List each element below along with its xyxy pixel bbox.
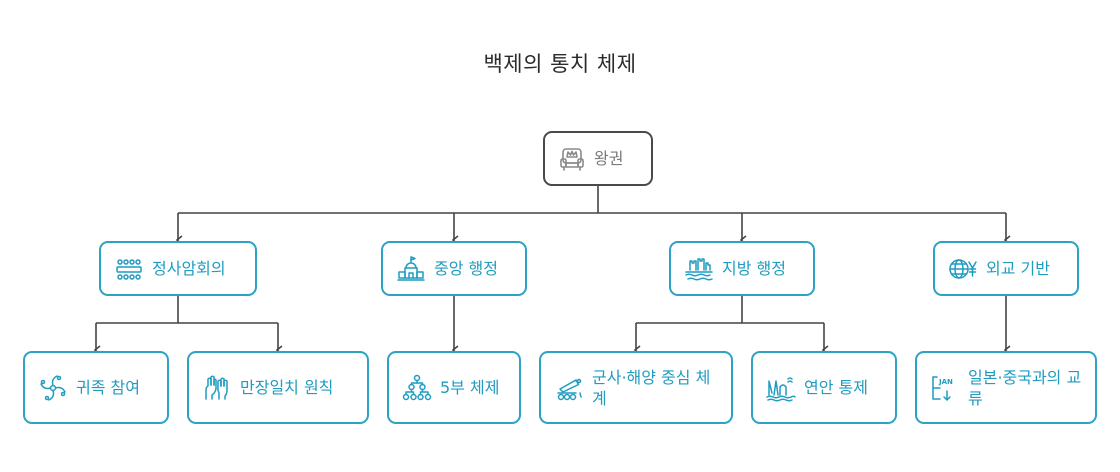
castle-landscape-icon: [684, 254, 714, 284]
swirl-people-icon: [38, 373, 68, 403]
leaf-label-japan-china-exchange: 일본·중국과의 교류: [968, 367, 1082, 408]
raised-hands-icon: [202, 373, 232, 403]
branch-label-central-admin: 중앙 행정: [434, 259, 498, 278]
calendar-arrow-icon: JAN: [930, 373, 960, 403]
branch-label-local-admin: 지방 행정: [722, 259, 786, 278]
leaf-label-unanimity: 만장일치 원칙: [240, 378, 334, 397]
leaf-node-noble-participation: 귀족 참여: [23, 351, 169, 424]
hierarchy-icon: [402, 373, 432, 403]
leaf-label-coastal-control: 연안 통제: [804, 378, 868, 397]
svg-text:JAN: JAN: [938, 378, 953, 386]
branch-node-council: 정사암회의: [99, 241, 257, 296]
globe-currency-icon: [948, 254, 978, 284]
leaf-node-coastal-control: 연안 통제: [751, 351, 897, 424]
government-building-icon: [396, 254, 426, 284]
root-label: 왕권: [594, 149, 624, 168]
leaf-label-noble-participation: 귀족 참여: [76, 378, 140, 397]
branch-node-diplomacy: 외교 기반: [933, 241, 1079, 296]
leaf-label-five-bu: 5부 체제: [440, 378, 500, 397]
leaf-label-military-maritime: 군사·해양 중심 체계: [592, 367, 711, 408]
throne-icon: [558, 145, 586, 173]
leaf-node-unanimity: 만장일치 원칙: [187, 351, 369, 424]
cannon-icon: [554, 373, 584, 403]
branch-node-central-admin: 중앙 행정: [381, 241, 527, 296]
branch-label-council: 정사암회의: [152, 259, 226, 278]
lighthouse-coast-icon: [766, 373, 796, 403]
branch-node-local-admin: 지방 행정: [669, 241, 815, 296]
root-node: 왕권: [543, 131, 653, 186]
branch-label-diplomacy: 외교 기반: [986, 259, 1050, 278]
council-table-icon: [114, 254, 144, 284]
leaf-node-five-bu: 5부 체제: [387, 351, 521, 424]
leaf-node-japan-china-exchange: JAN 일본·중국과의 교류: [915, 351, 1097, 424]
leaf-node-military-maritime: 군사·해양 중심 체계: [539, 351, 733, 424]
diagram-title: 백제의 통치 체제: [483, 52, 637, 76]
